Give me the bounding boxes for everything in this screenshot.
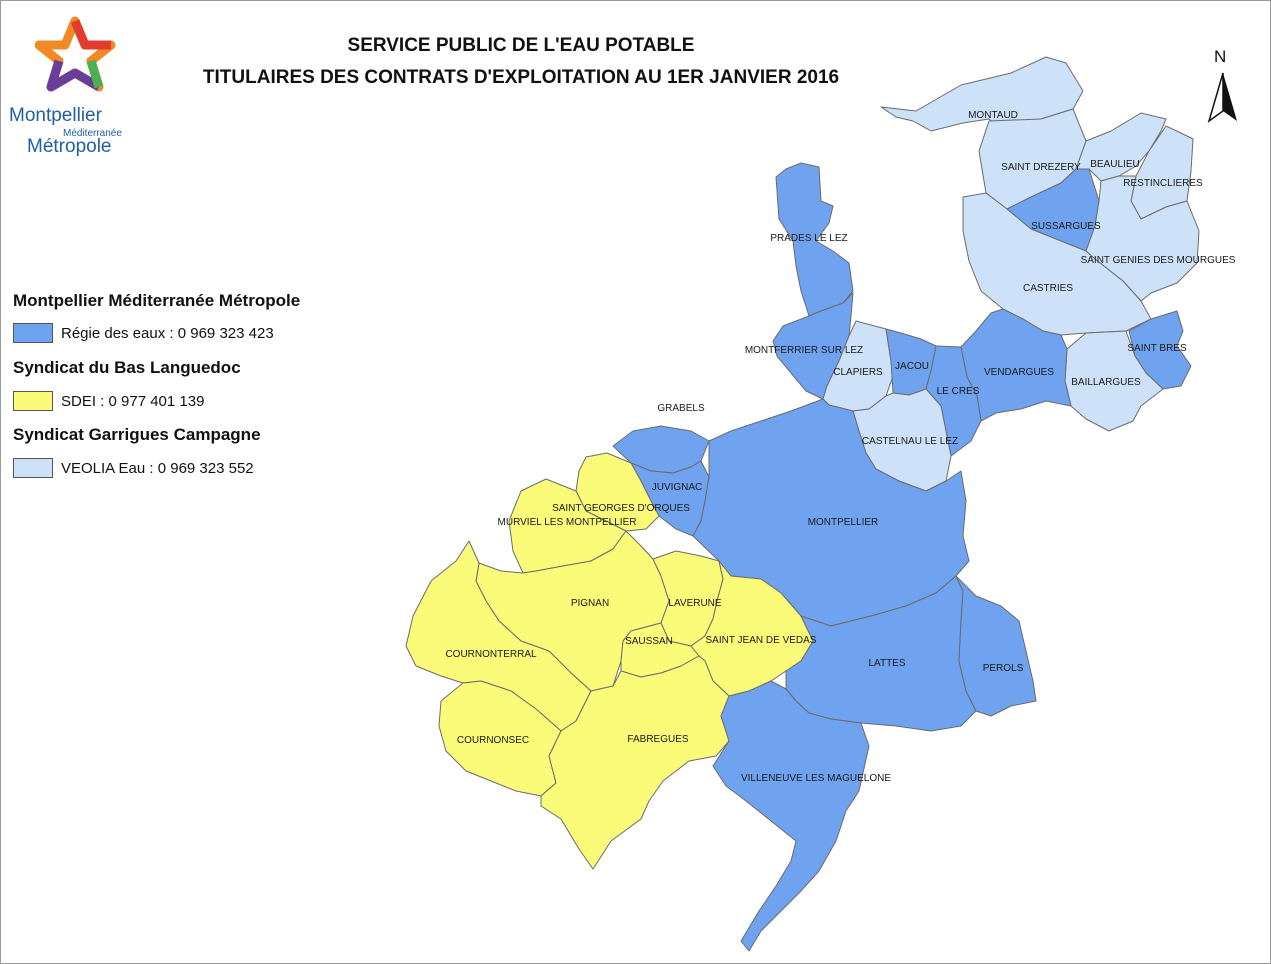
star-logo-icon	[35, 16, 116, 92]
commune-castries	[962, 192, 1152, 336]
commune-label-fabregues: FABREGUES	[627, 734, 688, 745]
legend-swatch-veolia	[13, 458, 53, 478]
map-title-line-2: TITULAIRES DES CONTRATS D'EXPLOITATION A…	[202, 67, 840, 88]
legend-row-regie: Régie des eaux : 0 969 323 423	[13, 322, 274, 344]
commune-fabregues	[540, 655, 730, 870]
commune-perols	[955, 575, 1037, 717]
commune-label-saint-jean-de-vedas: SAINT JEAN DE VEDAS	[706, 635, 817, 646]
commune-label-montferrier-sur-lez: MONTFERRIER SUR LEZ	[745, 345, 863, 356]
commune-label-saussan: SAUSSAN	[625, 636, 673, 647]
legend-row-sdei: SDEI : 0 977 401 139	[13, 390, 204, 412]
commune-label-cournonsec: COURNONSEC	[457, 735, 529, 746]
commune-label-saint-genies-des-mourgues: SAINT GENIES DES MOURGUES	[1081, 255, 1236, 266]
north-label: N	[1214, 47, 1227, 66]
commune-label-castelnau-le-lez: CASTELNAU LE LEZ	[862, 436, 958, 447]
commune-label-montaud: MONTAUD	[968, 110, 1018, 121]
commune-label-villeneuve-les-maguelone: VILLENEUVE LES MAGUELONE	[741, 773, 891, 784]
legend-row-veolia: VEOLIA Eau : 0 969 323 552	[13, 457, 254, 479]
commune-label-montpellier: MONTPELLIER	[808, 517, 879, 528]
commune-le-cres	[925, 345, 982, 457]
commune-villeneuve-les-maguelone	[712, 680, 870, 952]
commune-prades-le-lez	[775, 162, 854, 317]
commune-label-murviel-les-montpellier: MURVIEL LES MONTPELLIER	[498, 517, 637, 528]
legend-entry-veolia: VEOLIA Eau : 0 969 323 552	[61, 459, 254, 477]
commune-label-perols: PEROLS	[983, 663, 1024, 674]
legend-group-title-metropole: Montpellier Méditerranée Métropole	[13, 291, 301, 310]
commune-label-pignan: PIGNAN	[571, 598, 609, 609]
commune-lattes	[785, 575, 977, 732]
commune-label-castries: CASTRIES	[1023, 283, 1073, 294]
commune-label-restinclieres: RESTINCLIERES	[1123, 178, 1203, 189]
commune-label-le-cres: LE CRES	[937, 386, 980, 397]
commune-label-baillargues: BAILLARGUES	[1071, 377, 1141, 388]
logo-word-mediterranee: Méditerranée	[63, 128, 122, 139]
legend-swatch-sdei	[13, 391, 53, 411]
legend-entry-regie: Régie des eaux : 0 969 323 423	[61, 324, 274, 342]
map-title-line-1: SERVICE PUBLIC DE L'EAU POTABLE	[347, 35, 695, 56]
commune-label-clapiers: CLAPIERS	[833, 367, 883, 378]
commune-label-cournonterral: COURNONTERRAL	[445, 649, 537, 660]
legend-entry-sdei: SDEI : 0 977 401 139	[61, 392, 205, 410]
commune-label-vendargues: VENDARGUES	[984, 367, 1054, 378]
north-arrow-icon	[1207, 72, 1237, 123]
commune-label-beaulieu: BEAULIEU	[1090, 159, 1139, 170]
commune-label-juvignac: JUVIGNAC	[652, 482, 703, 493]
legend-swatch-regie	[13, 323, 53, 343]
commune-label-laverune: LAVERUNE	[668, 598, 721, 609]
commune-label-sussargues: SUSSARGUES	[1031, 221, 1101, 232]
legend-group-title-garrigues: Syndicat Garrigues Campagne	[13, 425, 261, 444]
logo-word-montpellier: Montpellier	[9, 105, 102, 126]
commune-label-saint-drezery: SAINT DREZERY	[1001, 162, 1081, 173]
commune-label-grabels: GRABELS	[657, 403, 705, 414]
commune-label-prades-le-lez: PRADES LE LEZ	[770, 233, 847, 244]
commune-saint-genies-des-mourgues	[1085, 175, 1200, 302]
logo-word-metropole: Métropole	[27, 136, 112, 157]
commune-label-jacou: JACOU	[895, 361, 929, 372]
commune-label-saint-georges-d-orques: SAINT GEORGES D'ORQUES	[552, 503, 690, 514]
commune-label-saint-bres: SAINT BRES	[1127, 343, 1187, 354]
legend-group-title-bas-languedoc: Syndicat du Bas Languedoc	[13, 358, 241, 377]
commune-label-lattes: LATTES	[868, 658, 905, 669]
